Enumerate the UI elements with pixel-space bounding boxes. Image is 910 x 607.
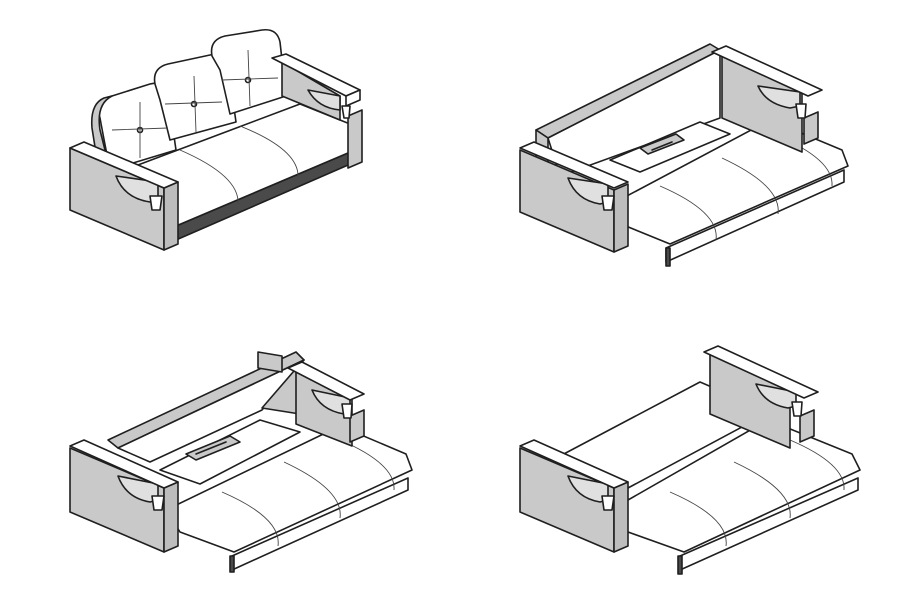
step-3-backrest-lowering: [69, 351, 413, 573]
step-1-tuft: [244, 76, 252, 84]
step-2-left-arm-top: [519, 141, 629, 189]
step-3-left-arm-top: [69, 439, 179, 489]
step-4-right-arm-top: [703, 345, 819, 399]
step-1-left-arm-top: [69, 141, 179, 189]
step-1-tuft: [190, 100, 198, 108]
step-4-left-arm-top: [519, 439, 629, 489]
step-1-folded-sofa: [69, 28, 363, 251]
step-1-left-arm-inner: [163, 181, 179, 251]
step-2-seat-pulled-out: [519, 43, 849, 267]
step-3-right-arm-top: [287, 361, 365, 401]
step-2-right-arm-top: [711, 45, 823, 97]
step-4-unfolded-bed: [519, 345, 861, 575]
